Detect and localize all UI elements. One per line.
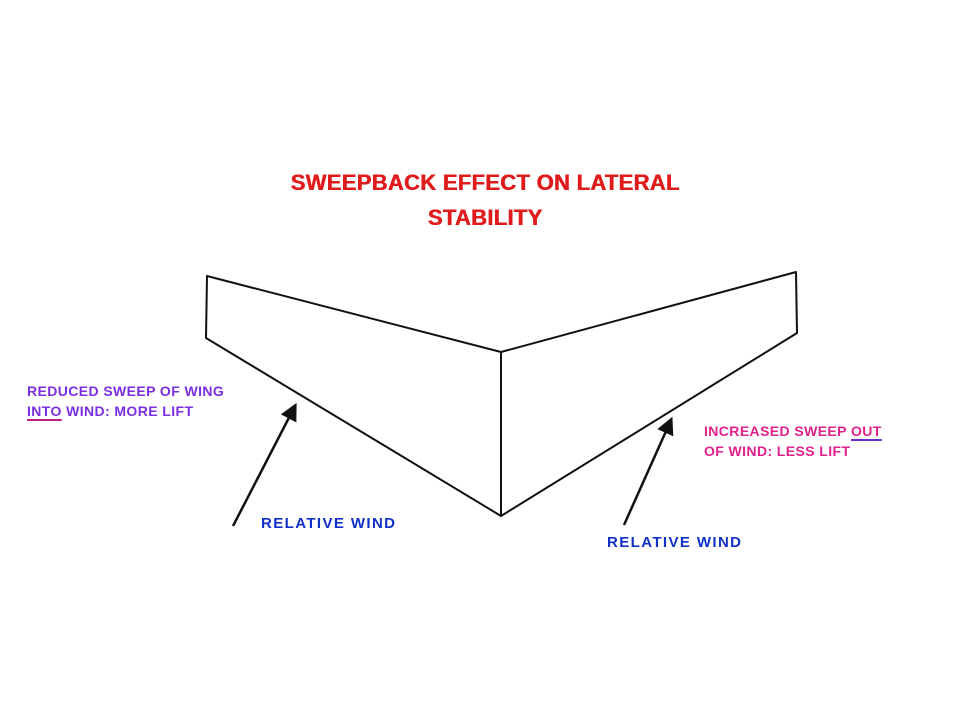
diagram-title-line-1: SWEEPBACK EFFECT ON LATERAL xyxy=(290,170,680,195)
right-relative-wind-arrow xyxy=(622,416,674,526)
left-wing-note-line-2: INTO WIND: MORE LIFT xyxy=(27,401,224,421)
left-wing-note-line-1: REDUCED SWEEP OF WING xyxy=(27,383,225,399)
right-wing-panel xyxy=(500,271,798,517)
right-wing-note-line-1-prefix: INCREASED SWEEP xyxy=(704,423,851,439)
right-wing-note-line-1: INCREASED SWEEP OUT xyxy=(704,421,882,441)
right-relative-wind-label: RELATIVE WIND xyxy=(607,534,743,551)
left-wing-panel xyxy=(205,275,502,517)
left-relative-wind-label: RELATIVE WIND xyxy=(261,515,397,532)
left-wing-note-emphasis: INTO xyxy=(27,403,62,419)
right-wing-note-line-2: OF WIND: LESS LIFT xyxy=(704,443,851,459)
right-wing-note-emphasis: OUT xyxy=(850,423,882,439)
left-wing-note: REDUCED SWEEP OF WING INTO WIND: MORE LI… xyxy=(27,381,224,421)
diagram-title-line-2: STABILITY xyxy=(427,205,543,230)
right-wing-note: INCREASED SWEEP OUT OF WIND: LESS LIFT xyxy=(704,421,882,461)
left-relative-wind-arrow xyxy=(231,402,297,527)
left-wing-note-line-2-rest: WIND: MORE LIFT xyxy=(61,403,194,419)
